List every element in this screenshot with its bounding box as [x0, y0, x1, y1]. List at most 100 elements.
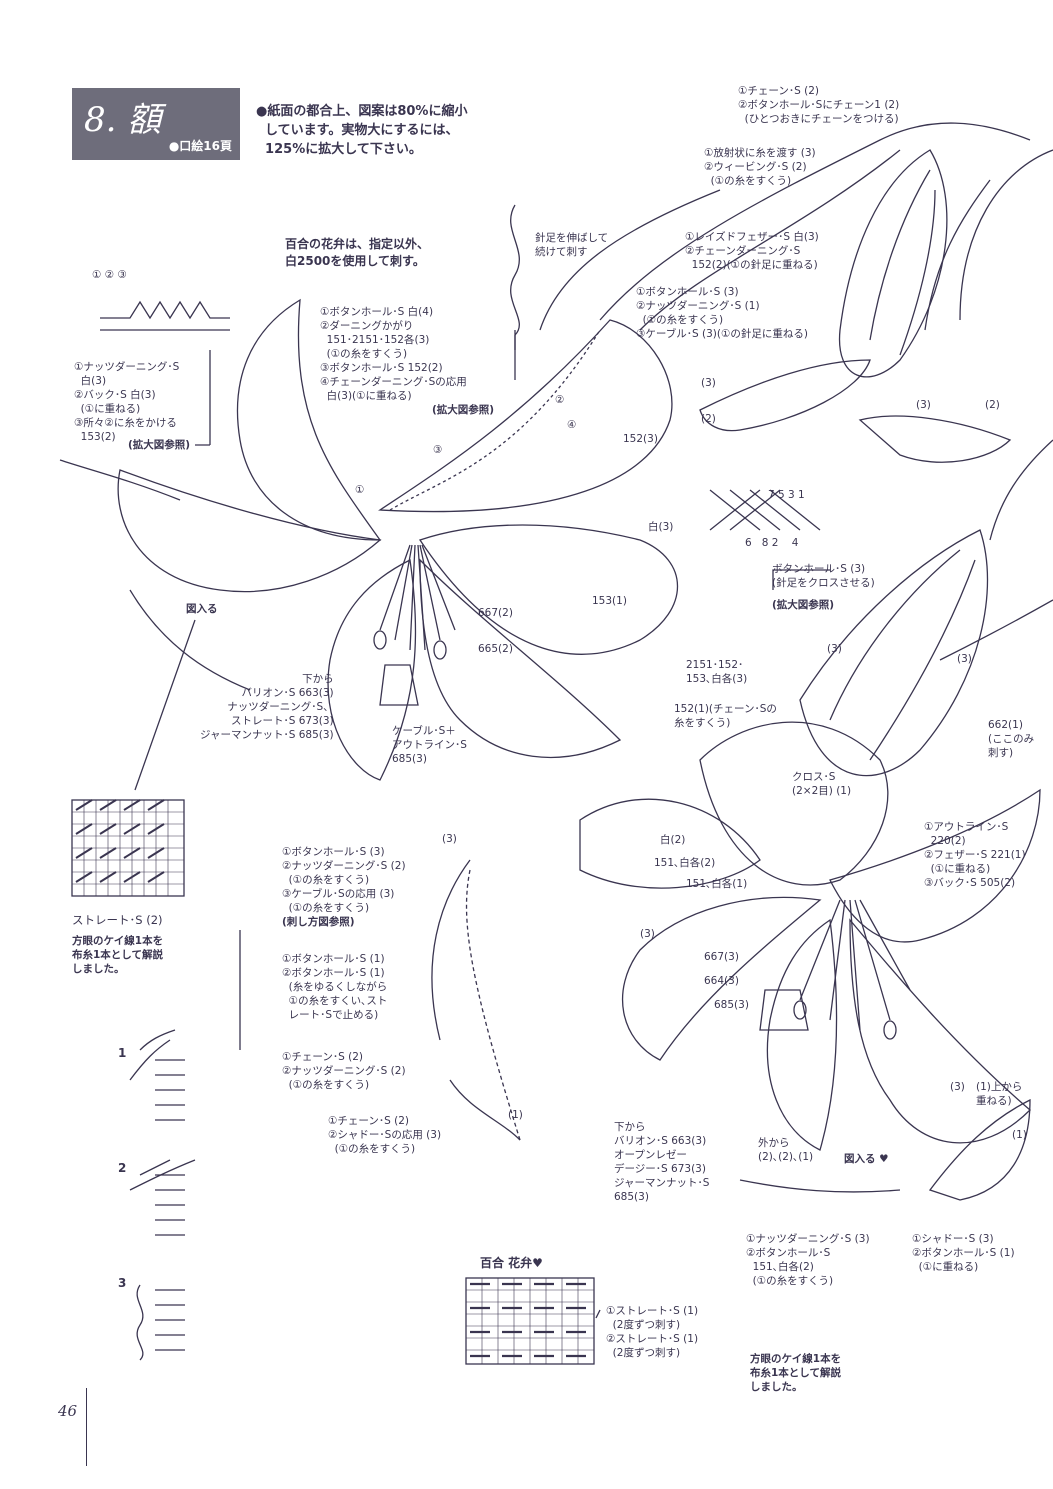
- stem-line: [599, 122, 1031, 321]
- label-bottom-right-1: ①ナッツダーニング･S (3) ②ボタンホール･S 151､白各(2) (①の糸…: [746, 1233, 870, 1287]
- label-outline: ①アウトライン･S 220(2) ②フェザー･S 221(1) (①に重ねる) …: [924, 821, 1026, 889]
- petal: [418, 524, 678, 655]
- label-153-1: 153(1): [592, 595, 627, 607]
- petal: [849, 918, 1031, 1144]
- petal: [579, 798, 761, 889]
- anther: [883, 1020, 897, 1040]
- label-152-3: 152(3): [623, 433, 658, 445]
- step-lines: [155, 1289, 185, 1351]
- petal-edge: [431, 859, 471, 1041]
- label-r3e: (3): [950, 1081, 965, 1093]
- label-bottom-right-2: ①シャドー･S (3) ②ボタンホール･S (1) (①に重ねる): [912, 1233, 1015, 1273]
- label-cable: ケーブル･S＋ アウトライン･S 685(3): [392, 725, 467, 765]
- label-r3c: (3): [827, 643, 842, 655]
- leader: [595, 1309, 601, 1319]
- label-c3-mid: (3): [640, 928, 655, 940]
- petal: [699, 721, 889, 886]
- label-outside: 外から (2)､(2)､(1): [758, 1137, 814, 1163]
- anther: [373, 630, 387, 650]
- leaf: [928, 1098, 1031, 1201]
- label-667-3: 667(3): [704, 951, 739, 963]
- label-middle-left-ref: (刺し方図参照): [282, 916, 355, 928]
- label-top-right-4: ①ボタンホール･S (3) ②ナッツダーニング･S (1) (①の糸をすくう) …: [636, 286, 809, 340]
- stem-line: [959, 149, 1053, 321]
- stem-line: [539, 189, 721, 331]
- petal: [236, 298, 382, 541]
- twist-step-3: [136, 1284, 144, 1361]
- stem-line: [989, 439, 1053, 541]
- label-r2a: (2): [701, 413, 716, 425]
- label-zu-iru-1: 図入る: [186, 603, 218, 615]
- petal-edge: [739, 1179, 901, 1193]
- petal-edge: [129, 589, 251, 691]
- cross-stitch-sample: [709, 489, 821, 531]
- step-3-number: 3: [118, 1276, 127, 1290]
- petal: [766, 918, 838, 1151]
- label-yuri-title: 百合 花弁♥: [480, 1256, 543, 1270]
- petal: [327, 559, 417, 781]
- straight-stitches: [75, 799, 165, 883]
- scale-note: ●紙面の都合上、図案は80%に縮小 しています。実物大にするには、 125%に拡…: [256, 104, 468, 157]
- yuri-stitches: [470, 1282, 586, 1358]
- leader: [134, 619, 196, 791]
- label-straight-s2: ストレート･S (2): [72, 913, 163, 927]
- leaf: [858, 415, 1012, 463]
- label-needle-note: 針足を伸ばして 続けて刺す: [535, 232, 609, 258]
- stitch-line: [465, 869, 521, 1141]
- label-2151: 2151･152･ 153､白各(3): [686, 659, 748, 685]
- petal-edge: [449, 1079, 521, 1141]
- label-petal-upper-ref: (拡大図参照): [432, 404, 495, 416]
- bud-middle-right: [799, 529, 989, 777]
- bud-vein: [899, 189, 936, 356]
- bud-top-right: [838, 149, 948, 378]
- label-664-3: 664(3): [704, 975, 739, 987]
- bud-vein: [829, 549, 961, 721]
- label-middle-left-3: ①チェーン･S (2) ②ナッツダーニング･S (2) (①の糸をすくう): [282, 1051, 406, 1091]
- stem-line: [939, 599, 1053, 661]
- label-yuri-steps: ①ストレート･S (1) (2度ずつ刺す) ②ストレート･S (1) (2度ずつ…: [606, 1305, 699, 1359]
- label-cross-s: クロス･S (2×2目) (1): [792, 771, 852, 797]
- step-2-number: 2: [118, 1161, 127, 1175]
- label-c1: ①: [355, 484, 365, 496]
- label-685-3: 685(3): [714, 999, 749, 1011]
- pistil-tip: [759, 989, 809, 1031]
- label-r3b: (3): [916, 399, 931, 411]
- label-152-1: 152(1)(チェーン･Sの 糸をすくう): [674, 703, 777, 729]
- label-r1b: (1): [1012, 1129, 1027, 1141]
- section-subtitle: ●口絵16頁: [168, 139, 232, 153]
- step-1-number: 1: [118, 1046, 127, 1060]
- pistil-tip: [379, 664, 419, 706]
- grid-lines: [72, 800, 184, 896]
- label-r3a: (3): [701, 377, 716, 389]
- label-middle-left-2: ①ボタンホール･S (1) ②ボタンホール･S (1) (糸をゆるくしながら ①…: [282, 953, 388, 1021]
- bud-vein: [869, 169, 931, 341]
- label-stamen-lower: 下から バリオン･S 663(3) オープンレゼー デージー･S 673(3) …: [614, 1121, 710, 1203]
- petal: [419, 558, 622, 758]
- section-title: 8. 額: [84, 100, 162, 140]
- stitch-sample: [100, 300, 230, 320]
- label-petal-upper: ①ボタンホール･S 白(4) ②ダーニングかがり 151･2151･152各(3…: [320, 306, 467, 402]
- label-151-1: 151､白各(1): [686, 878, 748, 890]
- bud-vein: [869, 559, 976, 761]
- anther: [433, 640, 447, 660]
- leaf: [699, 359, 871, 432]
- stitch-order-labels: ① ② ③: [92, 269, 127, 281]
- label-r2b: (2): [985, 399, 1000, 411]
- yuri-grid-lines: [466, 1278, 594, 1364]
- needle-step-1: [129, 1029, 176, 1081]
- stamen: [379, 544, 456, 651]
- petal-edge: [59, 459, 181, 501]
- anther: [793, 1000, 807, 1020]
- label-grid-note-1: 方眼のケイ線1本を 布糸1本として解説 しました。: [72, 935, 164, 975]
- petal: [829, 788, 1041, 943]
- label-top-right-2: ①放射状に糸を渡す (3) ②ウィービング･S (2) (①の糸をすくう): [704, 147, 816, 187]
- label-left-stitches: ①ナッツダーニング･S 白(3) ②バック･S 白(3) (①に重ねる) ③所々…: [74, 361, 180, 443]
- petal: [621, 896, 822, 1061]
- label-top-right-3: ①レイズドフェザー･S 白(3) ②チェーンダーニング･S 152(2)(①の針…: [685, 231, 819, 271]
- label-c3: ③: [433, 444, 443, 456]
- label-white-3: 白(3): [648, 521, 674, 533]
- label-151-2: 151､白各(2): [654, 857, 716, 869]
- stamen: [799, 899, 911, 1031]
- label-c4: ④: [567, 419, 577, 431]
